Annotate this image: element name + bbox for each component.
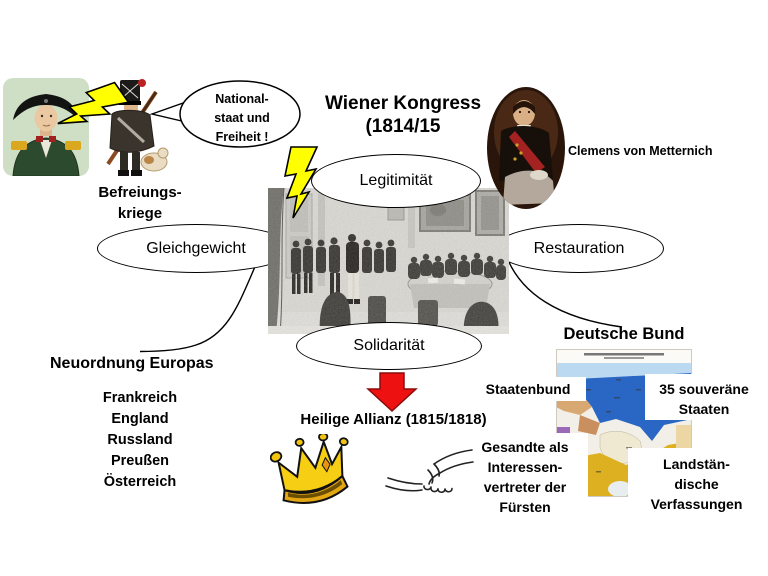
gesandte-line: Fürsten <box>499 499 551 515</box>
landstaendische-label: Landstän- dische Verfassungen <box>628 448 765 526</box>
deutsche-bund-heading: Deutsche Bund <box>563 325 685 343</box>
staatenbund-label: Staatenbund <box>470 377 586 401</box>
callout-gleichgewicht: Gleichgewicht <box>97 224 295 273</box>
callout-label: Gleichgewicht <box>146 239 246 257</box>
handshake-image <box>385 449 474 494</box>
country-item: Frankreich <box>102 390 178 406</box>
red-down-arrow <box>366 372 418 413</box>
lightning-bolt-congress <box>283 146 319 219</box>
callout-label: Restauration <box>533 239 625 257</box>
crown-image <box>270 434 349 504</box>
country-item: Russland <box>107 432 173 448</box>
countries-list: Frankreich England Russland Preußen Öste… <box>85 388 195 493</box>
country-item: England <box>111 411 169 427</box>
bubble-line: Freiheit ! <box>215 130 269 144</box>
callout-solidaritaet: Solidarität <box>296 322 482 370</box>
curve-to-neuordnung <box>139 259 259 353</box>
bubble-line: National- <box>215 92 269 106</box>
page-title: Wiener Kongress (1814/15 <box>293 92 513 138</box>
callout-legitimitaet: Legitimität <box>311 154 481 208</box>
lightning-bolt-napoleon <box>57 81 130 125</box>
landstaendische-line: Verfassungen <box>650 496 743 512</box>
country-item: Preußen <box>110 453 169 469</box>
curve-to-deutsche-bund <box>507 259 623 328</box>
speech-bubble <box>149 80 301 148</box>
speech-bubble-text: National- staat und Freiheit ! <box>186 90 298 147</box>
bubble-line: staat und <box>214 111 270 125</box>
callout-label: Solidarität <box>353 337 425 354</box>
souveraene-line: Staaten <box>678 401 730 417</box>
napoleon-portrait <box>3 78 89 176</box>
souveraene-staaten-label: 35 souveräne Staaten <box>645 374 763 420</box>
title-line-1: Wiener Kongress <box>324 93 482 114</box>
heilige-allianz-label: Heilige Allianz (1815/1818) <box>300 411 487 428</box>
soldier-illustration <box>106 79 169 176</box>
title-line-2: (1814/15 <box>365 116 441 137</box>
metternich-caption: Clemens von Metternich <box>568 144 713 158</box>
befreiungskriege-line: Befreiungs- <box>98 184 182 201</box>
country-item: Österreich <box>103 474 177 490</box>
landstaendische-line: dische <box>674 476 719 492</box>
neuordnung-europas-label: Neuordnung Europas <box>50 355 214 372</box>
congress-painting <box>268 188 509 334</box>
callout-label: Legitimität <box>359 172 433 189</box>
souveraene-line: 35 souveräne <box>659 381 749 397</box>
befreiungskriege-line: kriege <box>117 205 163 222</box>
befreiungskriege-label: Befreiungs- kriege <box>88 182 192 224</box>
gesandte-label: Gesandte als Interessen- vertreter der F… <box>462 433 588 523</box>
metternich-portrait <box>487 87 565 209</box>
gesandte-line: Gesandte als <box>481 439 569 455</box>
callout-restauration: Restauration <box>494 224 664 273</box>
gesandte-line: vertreter der <box>483 479 567 495</box>
landstaendische-line: Landstän- <box>663 456 730 472</box>
gesandte-line: Interessen- <box>487 459 563 475</box>
